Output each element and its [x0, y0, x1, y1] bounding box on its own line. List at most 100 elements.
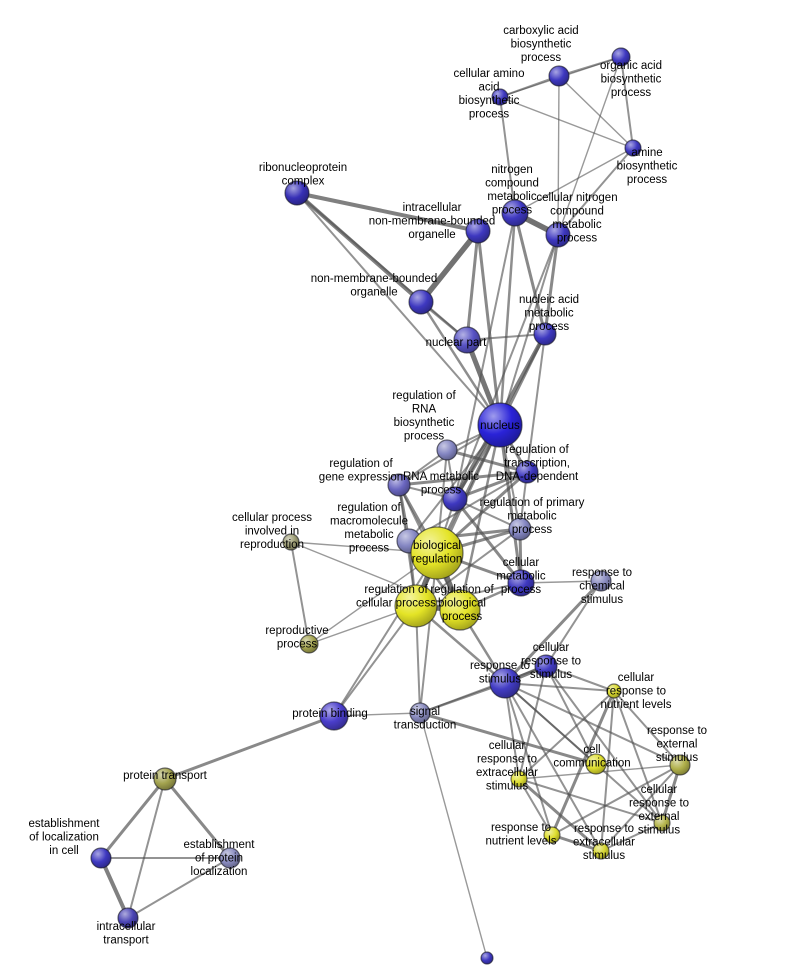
edge-reg-transcription--reg-gene-expr [397, 470, 529, 487]
edge-biological-regulation--signal-transduction [419, 552, 438, 714]
edge-reg-cellular--protein-binding [333, 605, 417, 717]
edge-cellular-resp-stimulus--cell-communication [545, 665, 597, 765]
node-cellular-resp-stimulus[interactable] [534, 654, 558, 678]
node-nmb-organelle[interactable] [408, 289, 434, 315]
edge-organic--cellular-nitrogen [557, 56, 622, 236]
node-biological-regulation[interactable] [410, 526, 464, 580]
edge-cellular-resp-stimulus--cell-resp-external [545, 665, 663, 824]
edge-carboxylic--amine [558, 75, 634, 149]
edge-response-stimulus--response-extracellular [504, 682, 602, 852]
edge-intracellular-organelle--nmb-organelle [418, 228, 481, 305]
node-protein-binding[interactable] [319, 701, 349, 731]
edge-nucleus--reg-macromolecule [408, 424, 501, 542]
edge-cellular-amino--nitrogen-compound [499, 96, 516, 214]
node-reg-gene-expr[interactable] [387, 473, 411, 497]
edge-protein-transport--intracellular-transport [127, 778, 166, 919]
node-carboxylic[interactable] [548, 65, 570, 87]
edge-cellular-resp-stimulus--cellular-resp-nutrient [545, 665, 615, 692]
node-response-external[interactable] [669, 754, 691, 776]
edge-ribonucleoprotein--intracellular-organelle [295, 191, 480, 233]
edge-protein-binding--protein-transport [163, 714, 336, 781]
edge-nucleus--cellular-metabolic [498, 423, 523, 585]
edge-biological-regulation--protein-binding [333, 552, 438, 717]
node-cell-communication[interactable] [585, 753, 607, 775]
edge-nitrogen-compound--nucleic-acid [513, 211, 547, 336]
edge-cellular-resp-stimulus--signal-transduction [419, 665, 547, 714]
edge-cell-communication--signal-transduction [418, 711, 598, 766]
edge-response-extracellular--cellular-resp-nutrient [600, 690, 615, 852]
node-nitrogen-compound[interactable] [501, 199, 529, 227]
edge-cpir--reproductive [290, 541, 310, 645]
node-response-stimulus[interactable] [489, 667, 521, 699]
edge-cellular-nitrogen--nucleic-acid [543, 233, 560, 336]
node-response-chemical[interactable] [590, 570, 612, 592]
node-node-small[interactable] [480, 951, 494, 965]
node-cell-resp-external[interactable] [653, 814, 671, 832]
node-reg-biological[interactable] [439, 589, 481, 631]
node-reg-rna-bio[interactable] [436, 439, 458, 461]
node-reg-primary[interactable] [508, 517, 532, 541]
edge-nitrogen-compound--rna-metabolic [454, 212, 516, 500]
edge-cellular-nitrogen--nucleus [499, 234, 559, 426]
edge-node-small--signal-transduction [419, 712, 488, 959]
edge-response-stimulus--cell-resp-external [504, 682, 663, 824]
edge-response-stimulus--cell-resp-extracellular [504, 682, 520, 780]
edge-reg-transcription--rna-metabolic [453, 470, 529, 501]
node-est-loc-cell[interactable] [90, 847, 112, 869]
edge-intracellular-organelle--nuclear-part [465, 229, 480, 342]
node-organic[interactable] [611, 47, 631, 67]
edge-response-stimulus--cellular-resp-nutrient [504, 682, 615, 692]
node-ribonucleoprotein[interactable] [284, 180, 310, 206]
edge-cellular-resp-stimulus--cell-resp-extracellular [518, 665, 547, 780]
edge-response-nutrient--cell-resp-extracellular [518, 778, 553, 836]
node-est-protein-loc[interactable] [219, 847, 241, 869]
node-nucleus[interactable] [477, 402, 523, 448]
node-intracellular-transport[interactable] [117, 907, 139, 929]
edge-protein-transport--est-protein-loc [163, 777, 232, 860]
edge-cellular-amino--amine [499, 96, 634, 149]
edge-response-chemical--response-stimulus [503, 579, 603, 685]
node-signal-transduction[interactable] [409, 702, 431, 724]
node-reg-cellular[interactable] [394, 584, 438, 628]
edge-rna-metabolic--cellular-metabolic [453, 497, 523, 585]
edge-nucleus--reg-biological [458, 423, 502, 612]
node-response-nutrient[interactable] [543, 826, 561, 844]
edge-amine--nitrogen-compound [514, 147, 634, 214]
edge-est-protein-loc--intracellular-transport [127, 857, 231, 919]
nodes-layer [90, 47, 691, 965]
node-cellular-nitrogen[interactable] [545, 222, 571, 248]
edge-cellular-resp-nutrient--cell-resp-external [613, 690, 663, 824]
node-reproductive[interactable] [299, 634, 319, 654]
node-protein-transport[interactable] [153, 767, 177, 791]
edges-layer [99, 56, 682, 959]
node-response-extracellular[interactable] [592, 842, 610, 860]
node-cellular-amino[interactable] [491, 88, 509, 106]
edge-response-external--response-nutrient [551, 764, 681, 836]
node-amine[interactable] [624, 139, 642, 157]
node-intracellular-organelle[interactable] [465, 218, 491, 244]
node-nuclear-part[interactable] [453, 326, 481, 354]
node-cellular-metabolic[interactable] [507, 569, 535, 597]
edge-ribonucleoprotein--nucleus [296, 192, 501, 426]
node-cellular-resp-nutrient[interactable] [606, 683, 622, 699]
edge-organic--amine [620, 56, 634, 149]
edge-cell-resp-extracellular--cellular-resp-nutrient [518, 690, 615, 780]
edge-response-external--response-extracellular [600, 764, 681, 852]
node-rna-metabolic[interactable] [442, 486, 468, 512]
edge-carboxylic--cellular-nitrogen [557, 75, 560, 236]
node-nucleic-acid[interactable] [533, 322, 557, 346]
node-cell-resp-extracellular[interactable] [510, 770, 528, 788]
node-cpir[interactable] [282, 533, 300, 551]
edge-response-nutrient--cellular-resp-nutrient [550, 689, 616, 837]
node-reg-transcription[interactable] [515, 460, 539, 484]
edge-response-stimulus--response-nutrient [504, 682, 553, 836]
